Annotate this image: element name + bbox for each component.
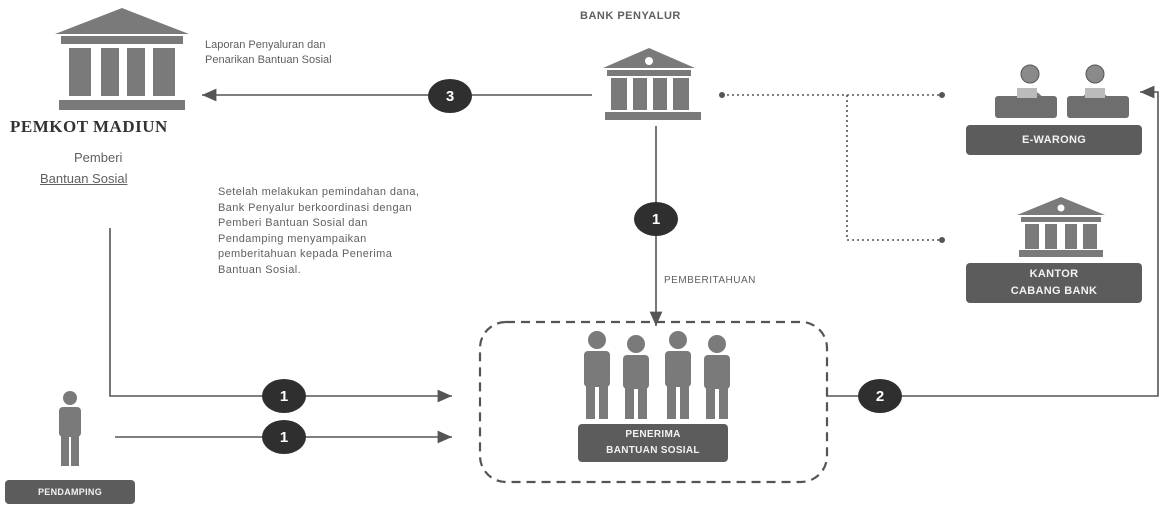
laporan-line2: Penarikan Bantuan Sosial [205,54,332,66]
setelah-line1: Setelah melakukan pemindahan dana, [218,186,420,198]
setelah-line6: Bantuan Sosial. [218,263,302,276]
arrow-pemkot-to-penerima [109,228,452,403]
step-badge-bank-to-penerima: 1 [634,202,678,236]
pendamping-label: PENDAMPING [5,480,135,504]
bank-penyalur-label: BANK PENYALUR [580,10,681,22]
recipients-group-icon [584,331,730,419]
pendamping-person-icon [59,391,81,466]
pemkot-role-line2: Bantuan Sosial [40,171,128,186]
step-badge-pendamping-to-penerima: 1 [262,420,306,454]
penerima-dashed-frame [478,320,829,484]
arrow-penerima-to-ewarong [826,85,1159,397]
penerima-line2: BANTUAN SOSIAL [606,445,700,456]
kantor-line1: KANTOR [1029,268,1079,280]
pemkot-role-line1: Pemberi [74,150,123,165]
step-badge-penerima-to-ewarong: 2 [858,379,902,413]
laporan-line1: Laporan Penyaluran dan [205,39,326,51]
setelah-line5: pemberitahuan kepada Penerima [218,248,393,260]
pemberitahuan-label: PEMBERITAHUAN [664,275,756,286]
e-warong-label: E-WARONG [966,125,1142,155]
government-building-icon [55,8,189,110]
bank-building-icon [603,48,701,120]
setelah-line3: Pemberi Bantuan Sosial dan [218,217,368,229]
penerima-label: PENERIMA BANTUAN SOSIAL [578,424,728,462]
setelah-annotation: Setelah melakukan pemindahan dana, Bank … [218,185,419,278]
penerima-line1: PENERIMA [625,429,681,440]
kantor-cabang-label: KANTOR CABANG BANK [966,263,1142,303]
e-warong-vendors-icon [995,64,1129,118]
kantor-line2: CABANG BANK [1010,285,1098,297]
laporan-annotation: Laporan Penyaluran dan Penarikan Bantuan… [205,38,332,68]
setelah-line4: Pendamping menyampaikan [218,232,367,245]
pemkot-title: PEMKOT MADIUN [10,117,168,136]
step-badge-pemkot-to-penerima: 1 [262,379,306,413]
setelah-line2: Bank Penyalur berkoordinasi dengan [218,201,412,214]
step-badge-bank-to-pemkot: 3 [428,79,472,113]
branch-bank-icon [1017,197,1105,257]
